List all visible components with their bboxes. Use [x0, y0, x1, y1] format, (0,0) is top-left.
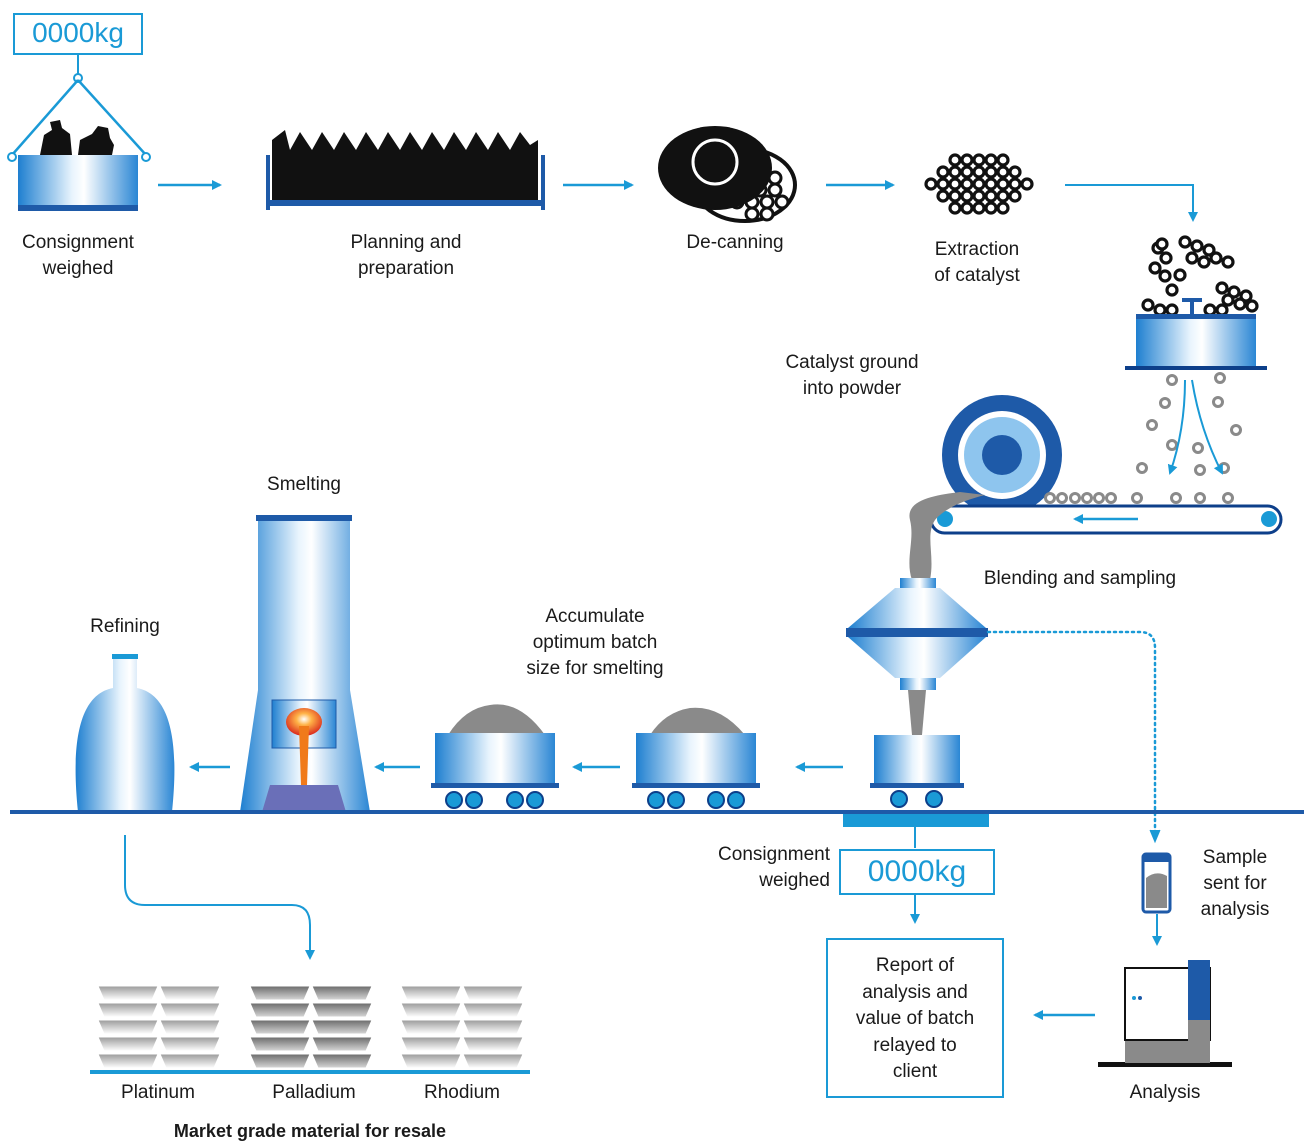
- batch-cart-2-icon: [632, 707, 760, 809]
- label-planning: Planning and preparation: [350, 232, 462, 279]
- ingot-stacks-icon: [97, 985, 524, 1069]
- falling-catalyst-icon: [1136, 372, 1242, 476]
- ingot-icon: [97, 1036, 159, 1052]
- ingot-icon: [400, 1053, 462, 1069]
- conveyor-belt-icon: [929, 504, 1283, 535]
- sample-vial-icon: [1141, 852, 1172, 914]
- ingot-icon: [311, 1002, 373, 1018]
- ingot-icon: [462, 1036, 524, 1052]
- label-decanning: De-canning: [686, 232, 784, 253]
- label-analysis: Analysis: [1129, 1082, 1201, 1103]
- blender-cart-icon: [870, 735, 964, 808]
- arrow-to-market: [124, 835, 315, 960]
- weighbridge-icon: [843, 814, 989, 827]
- ingot-icon: [311, 985, 373, 1001]
- ingot-icon: [462, 1053, 524, 1069]
- analysis-machine-icon: [1098, 960, 1232, 1067]
- ingot-icon: [400, 1019, 462, 1035]
- blender-icon: [846, 578, 988, 735]
- catalyst-cluster-icon: [924, 153, 1034, 215]
- smelter-icon: [240, 515, 370, 812]
- ingot-icon: [462, 1019, 524, 1035]
- ingot-icon: [462, 985, 524, 1001]
- ingot-icon: [249, 1002, 311, 1018]
- ingot-icon: [400, 1002, 462, 1018]
- conveyor-catalyst-icon: [1044, 492, 1234, 504]
- sample-dotted-line: [986, 630, 1157, 840]
- report-box: Report of analysis and value of batch re…: [826, 938, 1004, 1098]
- ingot-icon: [249, 1036, 311, 1052]
- decanning-icon: [658, 126, 797, 223]
- metal-label-palladium: Palladium: [272, 1082, 356, 1103]
- top-scale-readout: 0000kg: [13, 13, 143, 55]
- cans-row-icon: [266, 130, 545, 210]
- ingot-icon: [159, 1019, 221, 1035]
- hoist-scale-icon: [7, 55, 151, 162]
- ingot-icon: [97, 1002, 159, 1018]
- batch-cart-1-icon: [431, 704, 559, 809]
- ground-line: [10, 810, 1304, 814]
- ingot-icon: [311, 1053, 373, 1069]
- grinder-wheel-icon: [942, 395, 1062, 515]
- ingot-icon: [249, 1019, 311, 1035]
- ingot-icon: [311, 1036, 373, 1052]
- arrow-4: [1065, 184, 1198, 222]
- metal-label-rhodium: Rhodium: [423, 1082, 501, 1103]
- refining-vessel-icon: [75, 654, 175, 812]
- hopper-icon: [1125, 298, 1267, 370]
- ingot-icon: [97, 985, 159, 1001]
- label-smelting: Smelting: [267, 474, 341, 495]
- bottom-scale-readout: 0000kg: [839, 849, 995, 895]
- ingot-icon: [400, 985, 462, 1001]
- ingot-icon: [159, 1053, 221, 1069]
- ingot-icon: [97, 1019, 159, 1035]
- catalyst-pieces-icon: [1141, 235, 1259, 317]
- ingot-icon: [97, 1053, 159, 1069]
- powder-stream-icon: [909, 492, 985, 580]
- weigh-bin-top-icon: [18, 155, 138, 211]
- label-consignment-weighed-top: Consignment weighed: [22, 232, 134, 279]
- ingot-icon: [159, 1002, 221, 1018]
- label-extraction: Extraction of catalyst: [934, 239, 1020, 286]
- label-accumulate: Accumulate optimum batch size for smelti…: [526, 606, 664, 679]
- ingot-icon: [159, 1036, 221, 1052]
- catalyst-cans-icon: [40, 120, 114, 155]
- label-blending: Blending and sampling: [983, 568, 1177, 589]
- ingot-icon: [462, 1002, 524, 1018]
- ingot-shelf: [90, 1070, 530, 1074]
- ingot-icon: [311, 1019, 373, 1035]
- label-consignment-weighed-bottom: Consignment weighed: [718, 844, 830, 891]
- metal-label-platinum: Platinum: [121, 1082, 195, 1103]
- label-refining: Refining: [90, 616, 160, 637]
- arrow-hopper-right: [1191, 379, 1223, 475]
- ingot-icon: [249, 1053, 311, 1069]
- market-caption: Market grade material for resale: [173, 1121, 447, 1141]
- ingot-icon: [159, 985, 221, 1001]
- label-catalyst-ground: Catalyst ground into powder: [785, 352, 919, 399]
- sample-arrowhead: [1149, 829, 1161, 844]
- label-sample-sent: Sample sent for analysis: [1200, 847, 1270, 920]
- ingot-icon: [400, 1036, 462, 1052]
- arrow-hopper-left: [1167, 379, 1186, 475]
- ingot-icon: [249, 985, 311, 1001]
